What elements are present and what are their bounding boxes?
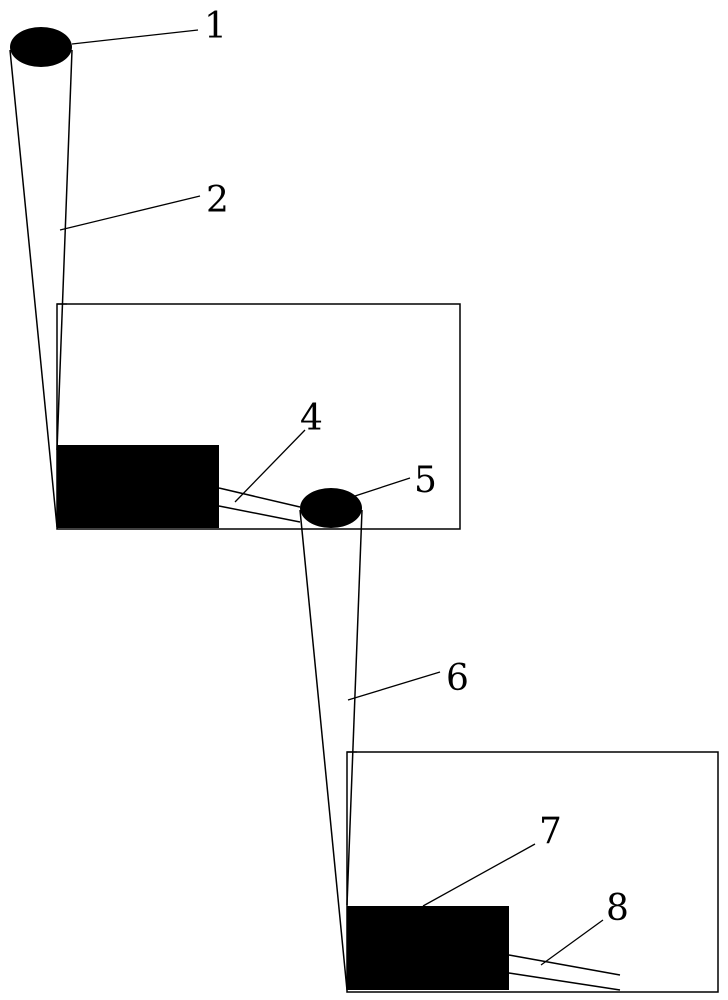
tick-marks	[57, 303, 357, 753]
lower-enclosure	[346, 751, 719, 993]
upper-belt	[9, 49, 73, 528]
callout-7: 7	[539, 811, 562, 852]
leader-lines	[59, 29, 604, 966]
top-pulley	[10, 27, 72, 67]
middle-link-belt	[218, 487, 301, 523]
leader-line-5	[354, 477, 411, 497]
leader-line-7	[422, 843, 536, 907]
callout-2: 2	[206, 180, 229, 221]
callout-1: 1	[204, 6, 227, 47]
leader-line-4	[234, 429, 306, 503]
callout-5: 5	[414, 460, 437, 501]
lower-belt	[299, 509, 363, 991]
upper-enclosure	[56, 303, 461, 530]
leader-line-8	[540, 919, 604, 966]
callout-6: 6	[446, 658, 469, 699]
leader-line-1	[71, 29, 199, 45]
leader-line-2	[59, 195, 201, 231]
leader-line-6	[347, 671, 441, 701]
callout-8: 8	[606, 888, 629, 929]
upper-motor-block	[57, 445, 219, 528]
lower-motor-block	[347, 906, 509, 990]
middle-pulley	[300, 488, 362, 528]
callout-4: 4	[300, 398, 323, 439]
output-belt	[508, 954, 621, 991]
